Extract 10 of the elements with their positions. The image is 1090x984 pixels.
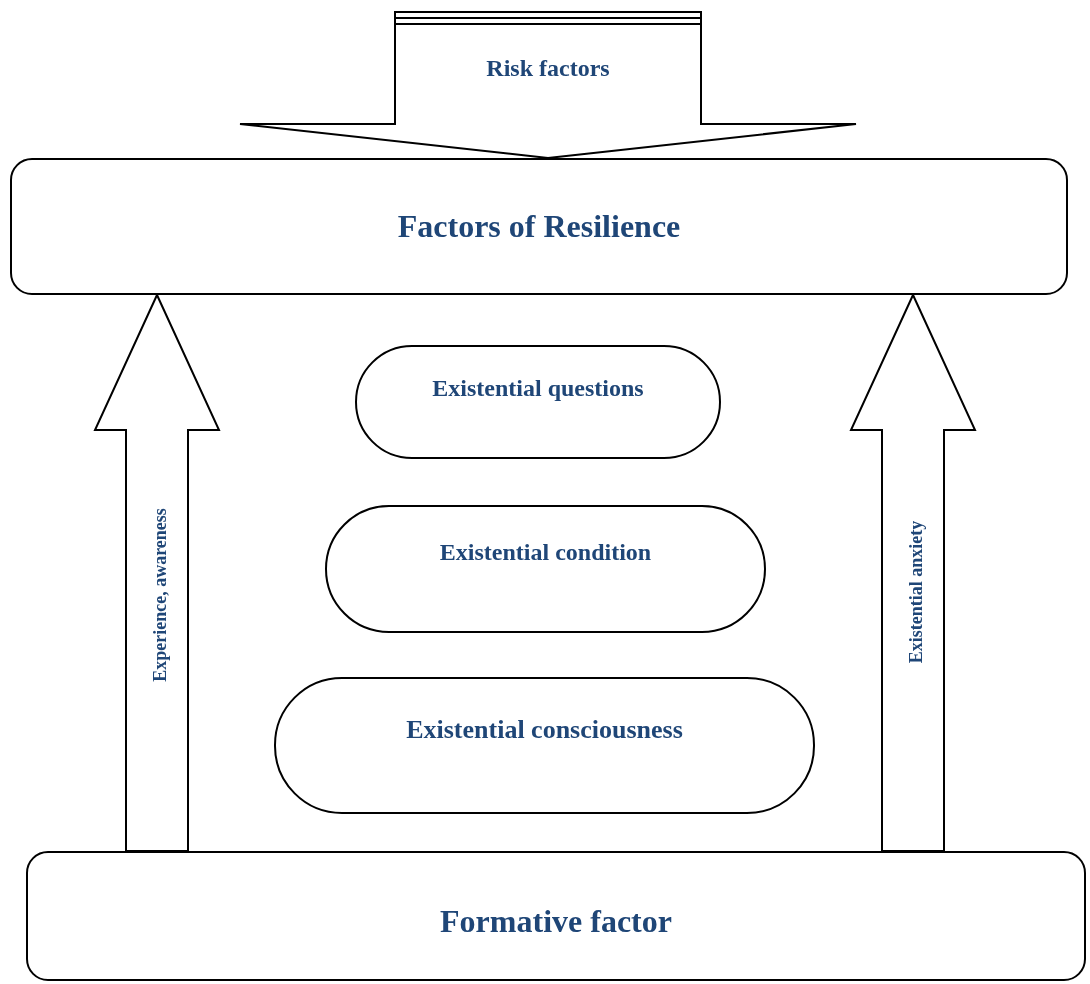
box-label: Factors of Resilience — [397, 208, 681, 245]
box-label: Existential condition — [439, 539, 652, 566]
box-label: Existential questions — [432, 375, 644, 402]
edge-label: Risk factors — [486, 54, 610, 82]
rounded-box — [26, 851, 1086, 981]
rounded-box — [10, 158, 1068, 295]
box-label: Existential consciousness — [406, 715, 683, 745]
box-label: Formative factor — [440, 902, 672, 940]
edge-label: Experience, awareness — [149, 508, 171, 682]
edge-label: Existential anxiety — [905, 520, 927, 664]
